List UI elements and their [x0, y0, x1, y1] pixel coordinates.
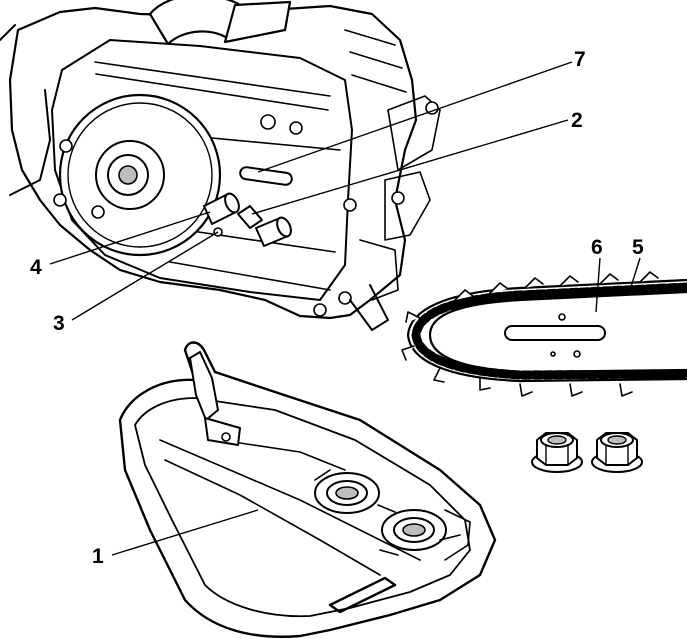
saw-body: [0, 0, 441, 331]
callout-3: 3: [53, 312, 65, 335]
leader-line-4: [49, 211, 211, 265]
callout-labels: 7 2 4 3 6 5 1: [30, 48, 644, 568]
callout-6: 6: [591, 236, 603, 259]
cooling-fins: [344, 29, 441, 301]
leader-line-6: [595, 257, 601, 313]
chain-teeth: [401, 271, 659, 397]
bar-nuts: [531, 432, 643, 473]
callout-5: 5: [632, 236, 644, 259]
leader-line-1: [111, 509, 259, 556]
clutch-drum: [58, 93, 222, 257]
guide-bar-assembly: [401, 271, 687, 397]
bar-nut-right: [591, 432, 643, 473]
leader-line-5: [629, 257, 641, 291]
callout-7: 7: [574, 48, 586, 71]
cover-bosses: [314, 469, 471, 561]
plate-screws: [53, 114, 357, 317]
leader-line-2: [251, 119, 569, 215]
leader-lines: [49, 61, 641, 556]
bar-studs: [203, 192, 292, 247]
bar-cover: [118, 341, 497, 638]
callout-2: 2: [571, 109, 583, 132]
bar-nut-left: [531, 432, 583, 473]
callout-1: 1: [92, 545, 104, 568]
callout-4: 4: [30, 256, 42, 279]
leader-line-3: [71, 231, 219, 321]
leader-line-7: [257, 61, 573, 173]
